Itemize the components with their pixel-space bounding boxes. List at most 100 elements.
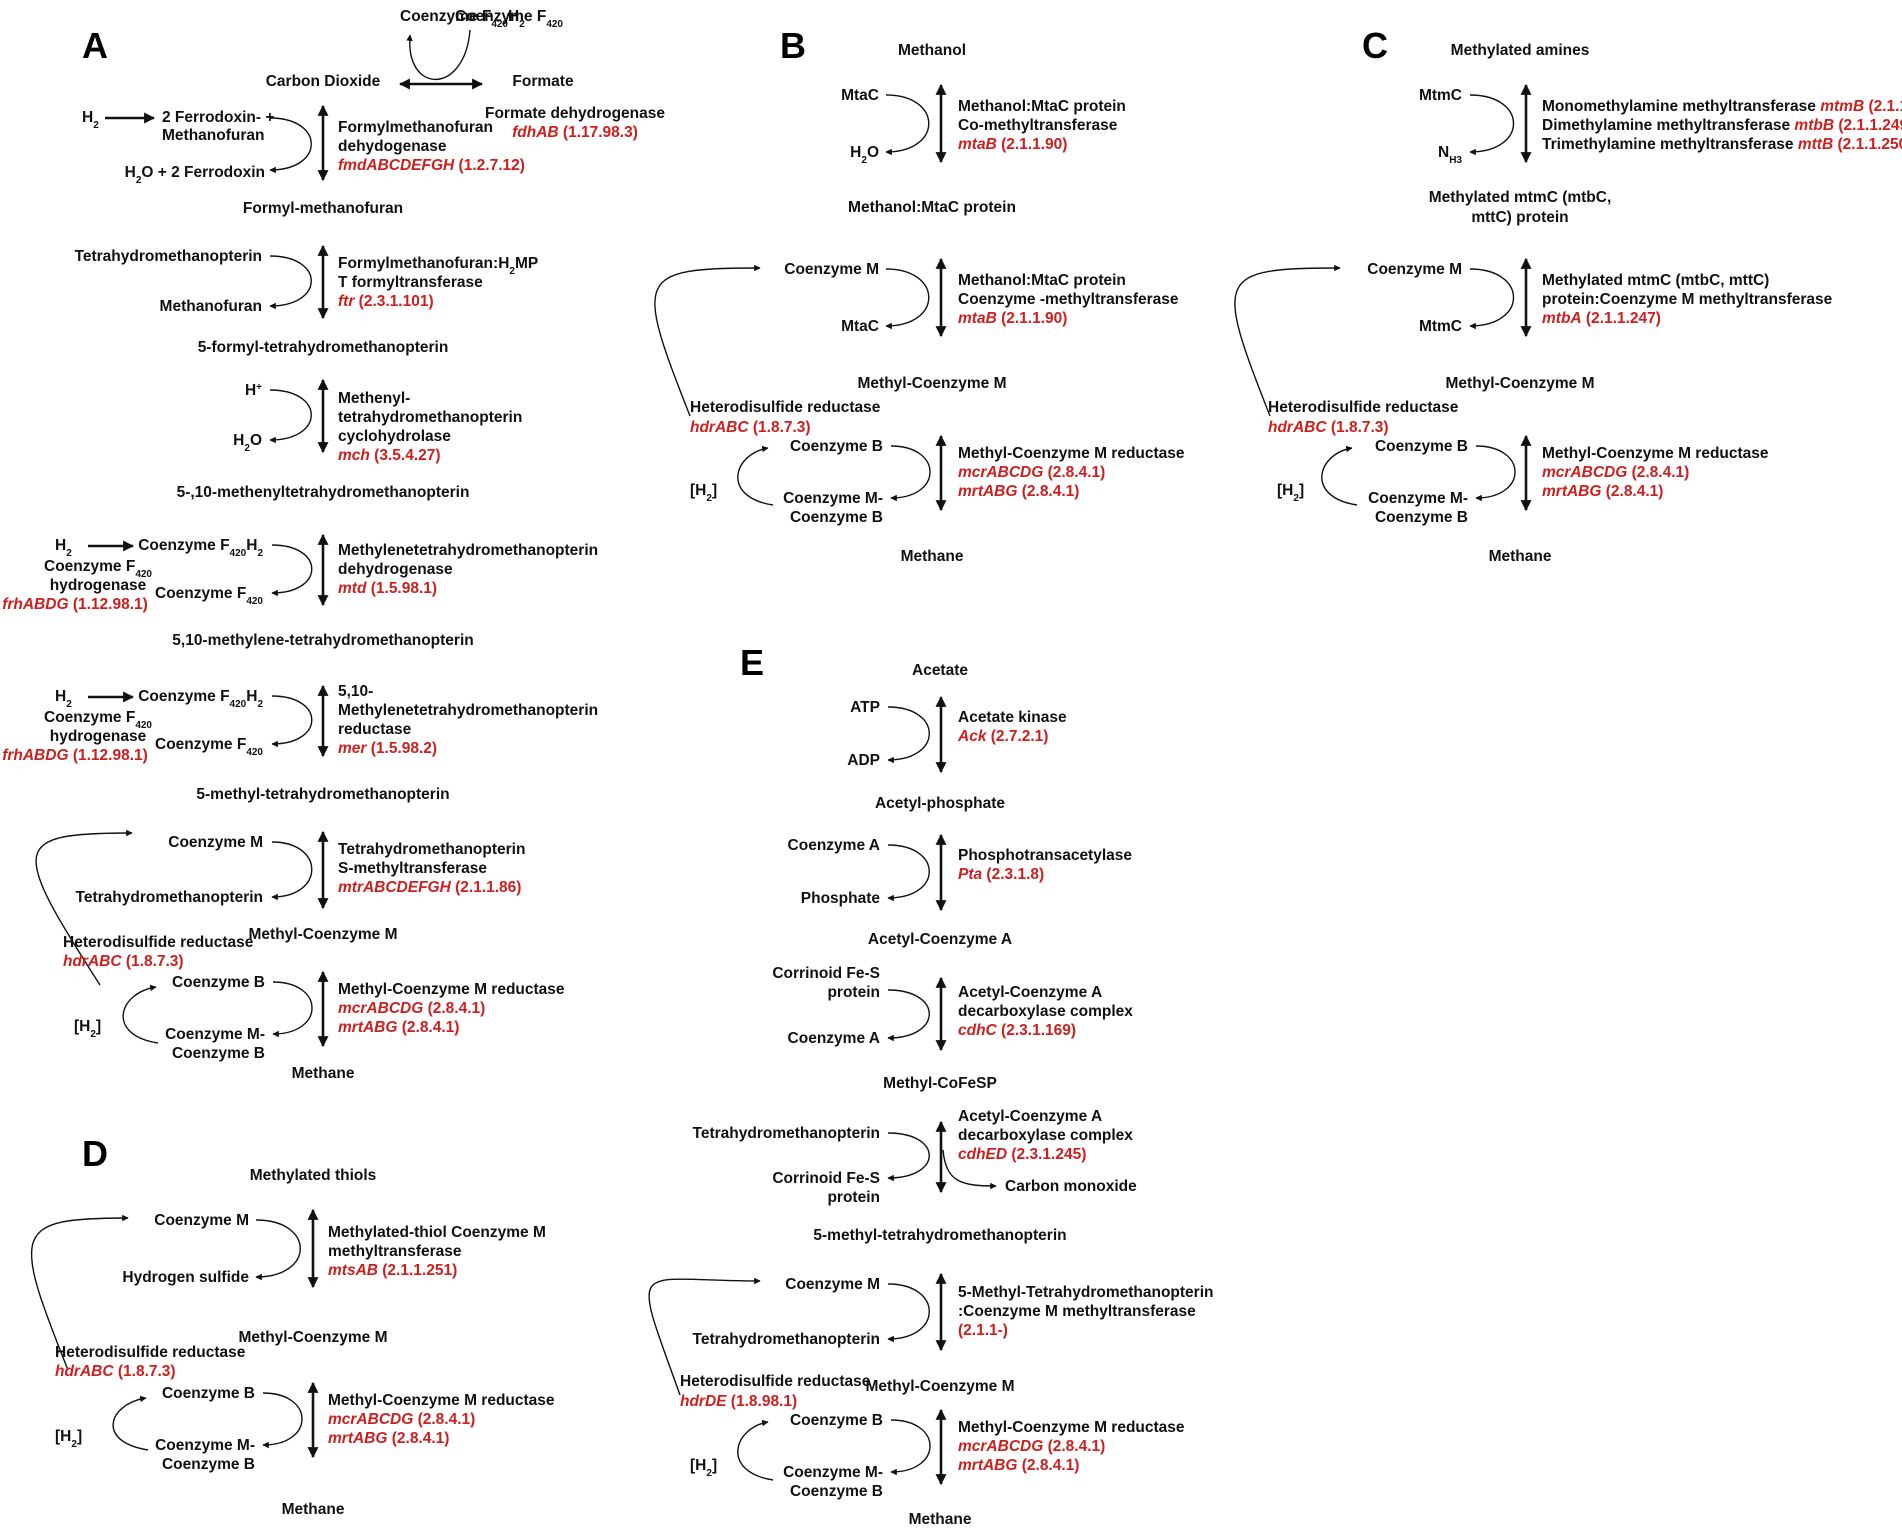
step-a5-enzyme: Methylenetetrahydromethanopterin xyxy=(338,702,598,719)
step-e5-enzyme: :Coenzyme M methyltransferase xyxy=(958,1303,1196,1320)
compound-a: 5-formyl-tetrahydromethanopterin xyxy=(198,339,449,356)
step-a1-input: 2 Ferrodoxin- + xyxy=(162,109,274,126)
heterodisulfide-label: Heterodisulfide reductase xyxy=(680,1373,871,1390)
hydrogenase-gene: frhABDG (1.12.98.1) xyxy=(2,596,148,613)
step-a7-gene: mcrABCDG (2.8.4.1) xyxy=(338,1000,485,1017)
step-e2-output: Phosphate xyxy=(801,890,881,907)
step-e2-enzyme: Phosphotransacetylase xyxy=(958,847,1132,864)
heterodisulfide-label: Heterodisulfide reductase xyxy=(55,1344,246,1361)
compound-d: Methane xyxy=(282,1501,345,1518)
hydrogenase-label: Coenzyme F420 xyxy=(44,558,152,580)
step-b1-gene: mtaB (2.1.1.90) xyxy=(958,136,1067,153)
coenzyme-m-recycle-loop xyxy=(648,1277,761,1396)
step-b3-gene: mcrABCDG (2.8.4.1) xyxy=(958,464,1105,481)
step-a4-enzyme: dehydrogenase xyxy=(338,561,453,578)
step-a-f420-input: Coenzyme F420H2 xyxy=(138,688,263,710)
step-a4-enzyme: Methylenetetrahydromethanopterin xyxy=(338,542,598,559)
step-e6-gene: mcrABCDG (2.8.4.1) xyxy=(958,1438,1105,1455)
cosubstrate-curve-arrow xyxy=(1469,94,1515,156)
step-d1-gene: mtsAB (2.1.1.251) xyxy=(328,1262,457,1279)
step-e4-gene: cdhED (2.3.1.245) xyxy=(958,1146,1086,1163)
step-a6-enzyme: S-methyltransferase xyxy=(338,860,487,877)
step-a5-enzyme: reductase xyxy=(338,721,412,738)
cosubstrate-curve-arrow xyxy=(890,1419,931,1476)
step-d2-gene: mcrABCDG (2.8.4.1) xyxy=(328,1411,475,1428)
step-b1-enzyme: Co-methyltransferase xyxy=(958,117,1118,134)
coenzyme-b-recycle-loop xyxy=(112,1395,149,1451)
step-a7-output: Coenzyme B xyxy=(172,1045,265,1062)
step-a5-gene: mer (1.5.98.2) xyxy=(338,740,437,757)
step-a6-gene: mtrABCDEFGH (2.1.1.86) xyxy=(338,879,521,896)
compound-e: Methyl-Coenzyme M xyxy=(866,1378,1015,1395)
cosubstrate-curve-arrow xyxy=(885,94,930,156)
h2-input: H2 xyxy=(82,109,99,131)
step-a4-gene: mtd (1.5.98.1) xyxy=(338,580,437,597)
compound-c: Methylated mtmC (mtbC, xyxy=(1429,189,1612,206)
step-e1-enzyme: Acetate kinase xyxy=(958,709,1067,726)
cosubstrate-curve-arrow xyxy=(1475,445,1516,502)
heterodisulfide-gene: hdrABC (1.8.7.3) xyxy=(55,1363,176,1380)
heterodisulfide-gene: hdrABC (1.8.7.3) xyxy=(690,419,811,436)
compound-c: mttC) protein xyxy=(1471,209,1568,226)
step-a7-output: Coenzyme M- xyxy=(165,1026,265,1043)
coenzyme-b-recycle-loop xyxy=(1321,445,1358,506)
step-a-f420-output: Coenzyme F420 xyxy=(155,736,263,758)
formate-cofactor-curve xyxy=(406,29,471,81)
step-e5-output: Tetrahydromethanopterin xyxy=(693,1331,880,1348)
step-a1-enzyme: dehydogenase xyxy=(338,138,447,155)
panel-label-a: A xyxy=(82,25,108,66)
cosubstrate-curve-arrow xyxy=(887,1132,930,1182)
step-a1-gene: fmdABCDEFGH (1.2.7.12) xyxy=(338,157,525,174)
hydrogenase-label: hydrogenase xyxy=(50,728,147,745)
panel-label-e: E xyxy=(740,642,764,683)
compound-e: 5-methyl-tetrahydromethanopterin xyxy=(813,1227,1066,1244)
h2-label: [H2] xyxy=(55,1428,82,1450)
step-e4-output: Corrinoid Fe-S xyxy=(772,1170,880,1187)
step-b3-enzyme: Methyl-Coenzyme M reductase xyxy=(958,445,1185,462)
step-e6-output: Coenzyme B xyxy=(790,1483,883,1500)
step-a2-enzyme: Formylmethanofuran:H2MP xyxy=(338,255,538,277)
step-e5-ec: (2.1.1-) xyxy=(958,1322,1008,1339)
h2-input: H2 xyxy=(55,688,72,710)
coenzyme-m-recycle-loop xyxy=(1234,264,1341,417)
cosubstrate-curve-arrow xyxy=(255,1219,301,1281)
hydrogenase-label: hydrogenase xyxy=(50,577,147,594)
coenzyme-m-recycle-loop xyxy=(654,264,761,417)
coenzyme-m-recycle-loop xyxy=(35,829,133,986)
heterodisulfide-gene: hdrABC (1.8.7.3) xyxy=(1268,419,1389,436)
cosubstrate-curve-arrow xyxy=(887,844,930,902)
cosubstrate-curve-arrow xyxy=(887,706,930,764)
h2-input: H2 xyxy=(55,537,72,559)
step-a7-gene: mrtABG (2.8.4.1) xyxy=(338,1019,459,1036)
compound-e: Acetyl-Coenzyme A xyxy=(868,931,1012,948)
step-d2-gene: mrtABG (2.8.4.1) xyxy=(328,1430,449,1447)
step-b1-enzyme: Methanol:MtaC protein xyxy=(958,98,1126,115)
step-b2-input: Coenzyme M xyxy=(784,261,879,278)
cosubstrate-curve-arrow xyxy=(271,544,313,597)
step-e3-output: Coenzyme A xyxy=(788,1030,880,1047)
cosubstrate-curve-arrow xyxy=(269,255,312,310)
step-e4-enzyme: decarboxylase complex xyxy=(958,1127,1133,1144)
compound-a: Methyl-Coenzyme M xyxy=(249,926,398,943)
compound-a: Carbon Dioxide xyxy=(266,73,381,90)
cosubstrate-curve-arrow xyxy=(1469,268,1515,330)
cosubstrate-curve-arrow xyxy=(269,389,312,444)
cosubstrate-curve-arrow xyxy=(271,841,313,901)
step-b3-output: Coenzyme B xyxy=(790,509,883,526)
step-b2-enzyme: Methanol:MtaC protein xyxy=(958,272,1126,289)
step-c1-enzyme: Monomethylamine methyltransferase mtmB (… xyxy=(1542,98,1902,115)
step-e6-output: Coenzyme M- xyxy=(783,1464,883,1481)
step-a6-input: Coenzyme M xyxy=(168,834,263,851)
formate-enzyme: Formate dehydrogenase xyxy=(485,105,665,122)
step-a2-output: Methanofuran xyxy=(160,298,262,315)
step-d1-enzyme: Methylated-thiol Coenzyme M xyxy=(328,1224,546,1241)
compound-d: Methylated thiols xyxy=(250,1167,377,1184)
step-e1-input: ATP xyxy=(850,699,880,716)
step-c2-enzyme: Methylated mtmC (mtbC, mttC) xyxy=(1542,272,1769,289)
step-e5-enzyme: 5-Methyl-Tetrahydromethanopterin xyxy=(958,1284,1214,1301)
step-a2-gene: ftr (2.3.1.101) xyxy=(338,293,434,310)
cosubstrate-curve-arrow xyxy=(887,1283,930,1343)
compound-e: Methyl-CoFeSP xyxy=(883,1075,997,1092)
step-d2-enzyme: Methyl-Coenzyme M reductase xyxy=(328,1392,555,1409)
